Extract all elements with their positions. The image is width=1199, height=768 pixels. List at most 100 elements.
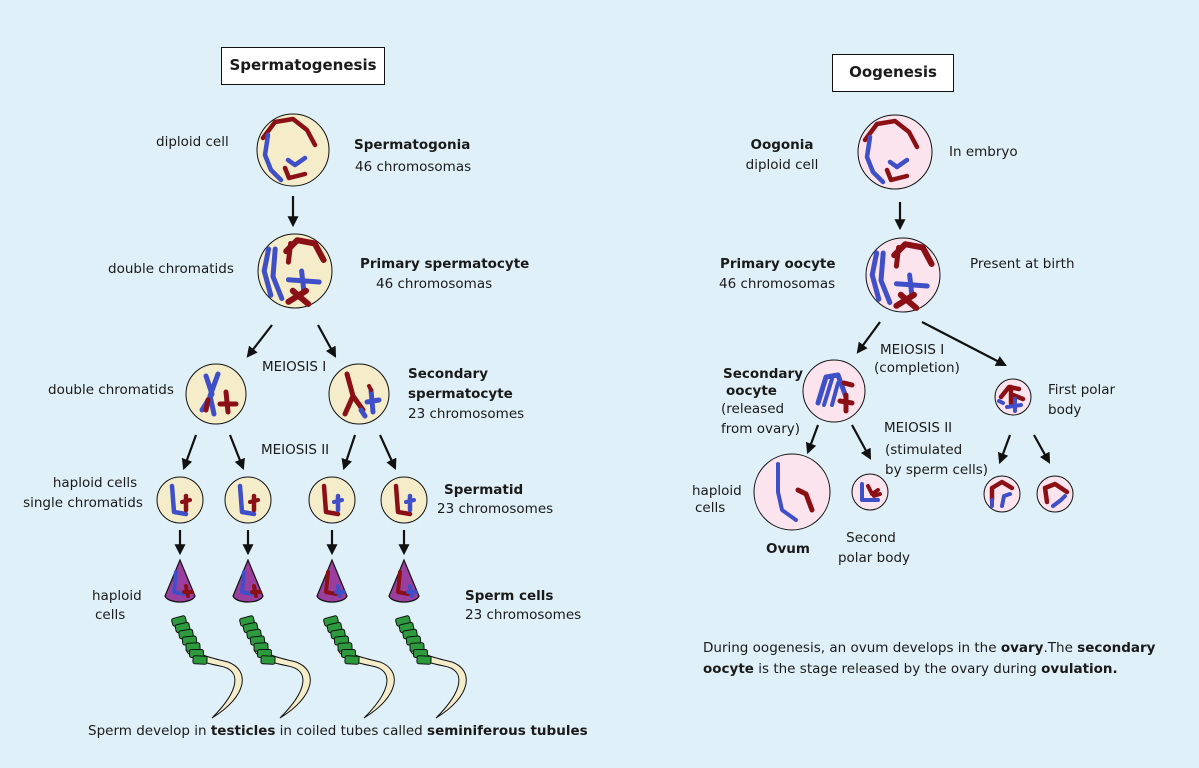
arrow-meiosis2-2 — [228, 434, 245, 471]
secondary-spermatocyte-detail: 23 chromosomes — [408, 406, 525, 422]
primary-spermatocyte-name: Primary spermatocyte — [360, 256, 530, 272]
primary-oocyte-name: Primary oocyte — [720, 256, 836, 272]
primary-spermatocyte-detail: 46 chromosomas — [376, 276, 493, 292]
arrow-primary-to-secondary-left — [246, 324, 273, 358]
polar-body-daughter-2-chromosome-1 — [1051, 494, 1067, 508]
secondary-spermatocyte-right-cell — [328, 363, 390, 425]
oo-footer-bold-secondary-oocyte: secondary oocyte — [703, 640, 1156, 677]
ovum-label: Ovum — [766, 541, 810, 557]
arrow-secondary-to-ovum — [805, 424, 820, 455]
secondary-spermatocyte-right-cell-membrane — [328, 363, 390, 425]
secondary-oocyte-line4: from ovary) — [721, 421, 801, 437]
sperm-head — [232, 558, 264, 603]
primary-oocyte-cell-chromosome-4 — [893, 272, 930, 298]
oo-meiosis-2-line2: (stimulated — [885, 442, 963, 458]
secondary-spermatocyte-right-cell-chromosome-3 — [367, 384, 373, 392]
spermatid-left-label-2: single chromatids — [23, 495, 143, 511]
spermatogonia-cell-chromosome-3 — [282, 165, 308, 181]
sperm-chromosome-2 — [182, 584, 194, 598]
secondary-spermatocyte-left-cell-chromosome-3 — [217, 389, 239, 415]
spermatid-cell-2-chromosome-0 — [237, 483, 257, 517]
sperm-cells-name: Sperm cells — [465, 588, 554, 604]
oogonia-detail: diploid cell — [745, 157, 819, 173]
footer-bold-testicles: testicles — [210, 723, 276, 739]
oogonia-name: Oogonia — [750, 137, 814, 153]
arrow-primary-to-secondary-right — [317, 324, 337, 358]
polar-body-daughter-1-chromosome-2 — [1000, 492, 1012, 508]
spermatogonia-detail: 46 chromosomas — [355, 159, 472, 175]
first-polar-body-cell-chromosome-2 — [997, 399, 1005, 405]
spermatogonia-cell-chromosome-1 — [262, 132, 284, 183]
primary-spermatocyte-left-label: double chromatids — [108, 261, 234, 277]
first-polar-body-cell-chromosome-1 — [1005, 397, 1023, 413]
second-polar-body-cell-chromosome-0 — [860, 482, 880, 502]
primary-spermatocyte-cell-chromosome-3 — [270, 246, 285, 301]
arrow-primary-to-secondary-oocyte — [856, 321, 881, 354]
oo-meiosis-2-line1: MEIOSIS II — [884, 420, 953, 436]
polar-body-daughter-2-chromosome-0 — [1042, 481, 1070, 505]
secondary-oocyte-cell — [802, 359, 866, 423]
spermatid-cell-1 — [156, 476, 204, 524]
sperm-chromosome-2 — [334, 584, 346, 598]
secondary-oocyte-cell-chromosome-4 — [837, 392, 855, 414]
oogonia-cell-chromosome-1 — [864, 134, 886, 185]
polar-body-daughter-1 — [983, 475, 1021, 513]
arrow-secondary-to-second-polar — [851, 424, 872, 460]
sperm-chromosome-2 — [406, 584, 418, 598]
primary-oocyte-cell-chromosome-1 — [893, 245, 902, 269]
oogonia-cell-chromosome-3 — [884, 167, 910, 183]
oo-footer-bold-ovulation: ovulation. — [1041, 661, 1118, 677]
second-polar-body-line2: polar body — [837, 550, 911, 566]
spermatid-cell-1-chromosome-0 — [169, 483, 189, 517]
spermatogenesis-footer: Sperm develop in testicles in coiled tub… — [88, 722, 588, 741]
primary-spermatocyte-cell-chromosome-4 — [285, 268, 322, 294]
spermatid-cell-2-chromosome-2 — [248, 498, 260, 504]
oo-meiosis-1-line2: (completion) — [874, 360, 960, 376]
secondary-oocyte-cell-chromosome-3 — [841, 380, 855, 388]
arrow-meiosis2-4 — [378, 434, 397, 471]
oo-footer-text-2: .The — [1043, 640, 1078, 656]
sperm-cell-4 — [388, 558, 467, 719]
oogonia-note: In embryo — [949, 144, 1018, 160]
sperm-midpiece-segment — [416, 655, 432, 665]
spermatid-left-label-1: haploid cells — [52, 475, 138, 491]
spermatid-name: Spermatid — [444, 482, 524, 498]
sperm-left-label-1: haploid — [92, 588, 142, 604]
oogenesis-title: Oogenesis — [832, 54, 954, 92]
meiosis-2-label: MEIOSIS II — [261, 442, 330, 458]
primary-spermatocyte-cell-chromosome-2 — [261, 246, 274, 298]
oo-meiosis-1-line1: MEIOSIS I — [880, 342, 945, 358]
primary-spermatocyte-cell — [257, 233, 333, 309]
spermatogonia-cell — [256, 113, 330, 187]
sperm-chromosome-2 — [250, 584, 262, 598]
secondary-spermatocyte-left-cell-chromosome-2 — [203, 397, 211, 413]
spermatid-cell-3-chromosome-0 — [321, 483, 341, 517]
sperm-head — [316, 558, 348, 603]
ovum-cell-chromosome-0 — [776, 462, 798, 522]
spermatid-cell-1-membrane — [156, 476, 204, 524]
spermatid-cell-4-chromosome-2 — [404, 498, 416, 504]
first-polar-body-cell — [994, 378, 1032, 416]
secondary-spermatocyte-left-label: double chromatids — [48, 382, 174, 398]
sperm-cell-3 — [316, 558, 395, 719]
primary-oocyte-cell-chromosome-3 — [878, 250, 893, 305]
spermatid-cell-3 — [308, 476, 356, 524]
footer-bold-tubules: seminiferous tubules — [427, 723, 588, 739]
sperm-chromosome-1 — [396, 570, 410, 596]
sperm-cell-2 — [232, 558, 311, 719]
spermatid-cell-2-membrane — [224, 476, 272, 524]
oogonia-cell-chromosome-2 — [887, 157, 910, 170]
secondary-spermatocyte-right-cell-chromosome-2 — [364, 387, 382, 415]
first-polar-body-cell-chromosome-0 — [998, 384, 1026, 406]
primary-oocyte-detail: 46 chromosomas — [719, 276, 836, 292]
spermatid-cell-1-chromosome-2 — [180, 498, 192, 504]
oo-haploid-line2: cells — [695, 500, 726, 516]
oogenesis-footer: During oogenesis, an ovum develops in th… — [703, 638, 1163, 680]
second-polar-body-line1: Second — [846, 530, 896, 546]
secondary-oocyte-line2: oocyte — [726, 383, 777, 399]
oo-footer-bold-ovary: ovary — [1000, 640, 1044, 656]
secondary-spermatocyte-left-cell — [185, 363, 247, 425]
spermatogonia-name: Spermatogonia — [354, 137, 471, 153]
arrow-meiosis2-3 — [341, 434, 357, 471]
